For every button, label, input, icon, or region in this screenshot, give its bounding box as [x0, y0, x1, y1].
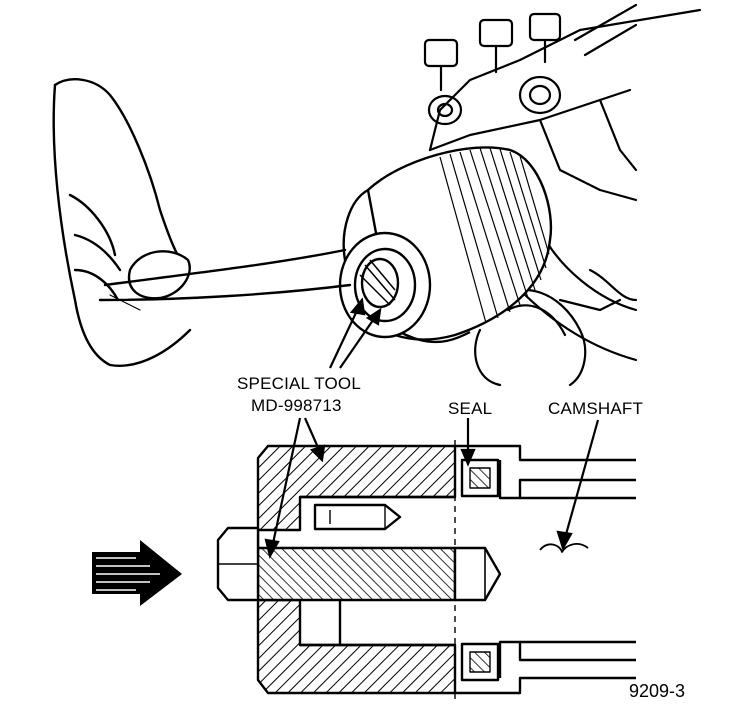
- camshaft-pointer: [556, 419, 600, 551]
- tool-part-number-label: MD-998713: [251, 396, 342, 415]
- engine-illustration: [423, 3, 702, 387]
- special-tool-label: SPECIAL TOOL: [237, 374, 361, 393]
- camshaft-label: CAMSHAFT: [548, 399, 643, 418]
- arrow-right-icon: [92, 540, 182, 606]
- seal-label: SEAL: [448, 399, 492, 418]
- special-tool-pointer-lower: [264, 417, 326, 559]
- cross-section-view: [216, 440, 636, 700]
- seal-pointer: [460, 418, 476, 467]
- special-tool-cylinder: [338, 146, 553, 344]
- special-tool-pointer-upper: [329, 297, 382, 369]
- hand-with-wrench: [52, 78, 352, 367]
- figure-number: 9209-3: [629, 681, 685, 701]
